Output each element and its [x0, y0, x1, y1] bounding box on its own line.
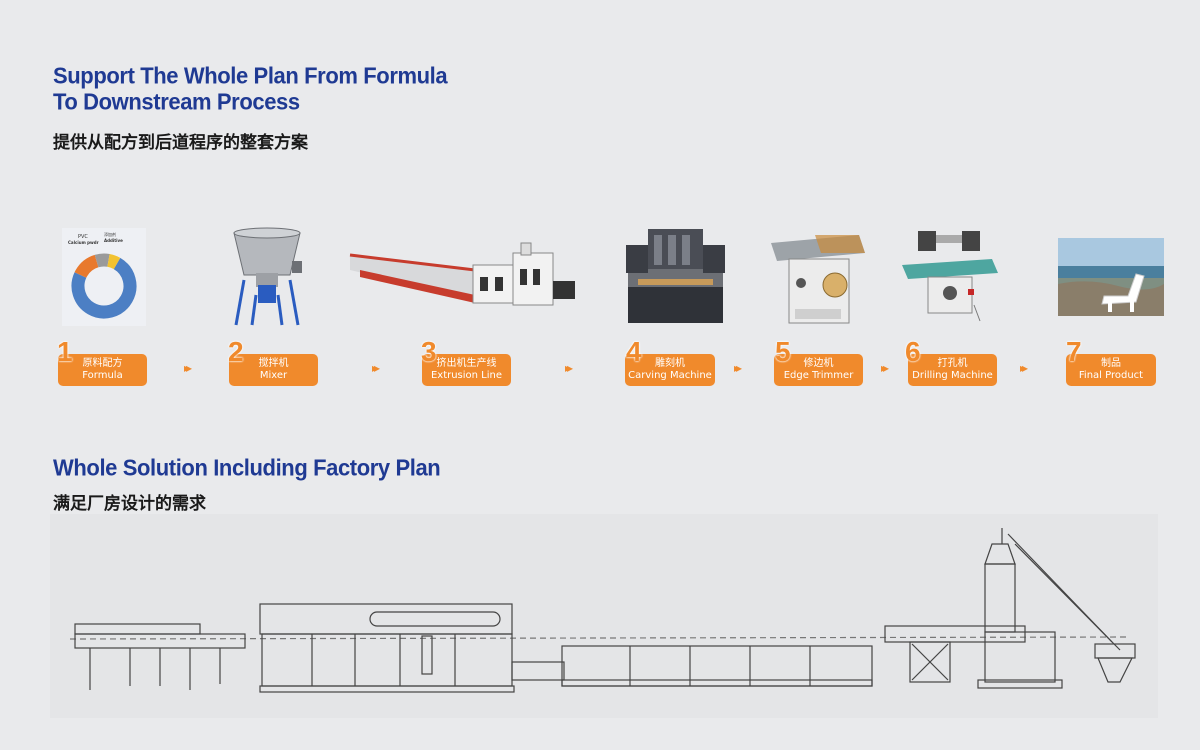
step-label-formula: 原料配方 Formula: [58, 354, 147, 386]
step-label-en: Mixer: [259, 370, 288, 381]
next-arrow-icon: ▸▸: [372, 361, 380, 375]
step-label-en: Formula: [82, 370, 123, 381]
step-label-en: Drilling Machine: [912, 370, 993, 381]
carving-machine-image: [618, 225, 733, 330]
step-label-cn: 雕刻机: [655, 358, 685, 369]
section-title-line1: Support The Whole Plan From Formula: [53, 62, 448, 89]
step-label-cn: 打孔机: [937, 358, 968, 369]
step-label-cn: 搅拌机: [258, 358, 289, 369]
step-number: 5: [775, 336, 791, 367]
step-label-mixer: 搅拌机 Mixer: [229, 354, 318, 386]
section-subtitle-cn: 提供从配方到后道程序的整套方案: [53, 133, 308, 153]
mixer-image: [226, 225, 308, 330]
step-number: 2: [228, 336, 244, 367]
factory-plan-title: Whole Solution Including Factory Plan: [53, 454, 441, 481]
step-label-cn: 挤出机生产线: [436, 358, 497, 369]
step-label-edge-trimmer: 修边机 Edge Trimmer: [774, 354, 863, 386]
step-label-extrusion-line: 挤出机生产线 Extrusion Line: [422, 354, 511, 386]
step-label-en: Final Product: [1078, 370, 1144, 381]
edge-trimmer-image: [765, 225, 869, 330]
step-number: 4: [626, 336, 642, 367]
step-number: 1: [57, 336, 73, 367]
chart-label-calcium: Calcium pwdr: [68, 240, 99, 245]
step-label-en: Carving Machine: [628, 370, 712, 381]
step-label-en: Edge Trimmer: [783, 370, 854, 381]
factory-plan-subtitle-cn: 满足厂房设计的需求: [53, 494, 206, 514]
next-arrow-icon: ▸▸: [565, 361, 573, 375]
donut-chart-image: PVC Calcium pwdr 添加剂 Additive: [68, 231, 137, 319]
step-number: 7: [1066, 336, 1082, 367]
factory-plan-drawing: [50, 514, 1158, 718]
step-label-en: Extrusion Line: [430, 370, 503, 381]
extrusion-line-image: [345, 225, 580, 330]
step-label-final-product: 制品 Final Product: [1066, 354, 1156, 386]
step-label-carving-machine: 雕刻机 Carving Machine: [625, 354, 715, 386]
step-label-cn: 原料配方: [82, 358, 123, 369]
next-arrow-icon: ▸▸: [734, 361, 742, 375]
step-number: 6: [905, 336, 921, 367]
step-number: 3: [421, 336, 437, 367]
step-label-cn: 修边机: [803, 358, 834, 369]
next-arrow-icon: ▸▸: [1020, 361, 1028, 375]
section-title-line2: To Downstream Process: [53, 88, 300, 115]
beach-chair-image: [1058, 238, 1164, 316]
next-arrow-icon: ▸▸: [881, 361, 889, 375]
drilling-machine-image: [900, 225, 1000, 330]
step-label-drilling-machine: 打孔机 Drilling Machine: [908, 354, 997, 386]
step-label-cn: 制品: [1101, 358, 1121, 369]
chart-label-additive-en: Additive: [104, 238, 123, 243]
formula-image: PVC Calcium pwdr 添加剂 Additive: [62, 228, 146, 326]
chart-label-additive-cn: 添加剂: [104, 231, 116, 237]
next-arrow-icon: ▸▸: [184, 361, 192, 375]
chart-label-pvc: PVC: [78, 234, 88, 240]
